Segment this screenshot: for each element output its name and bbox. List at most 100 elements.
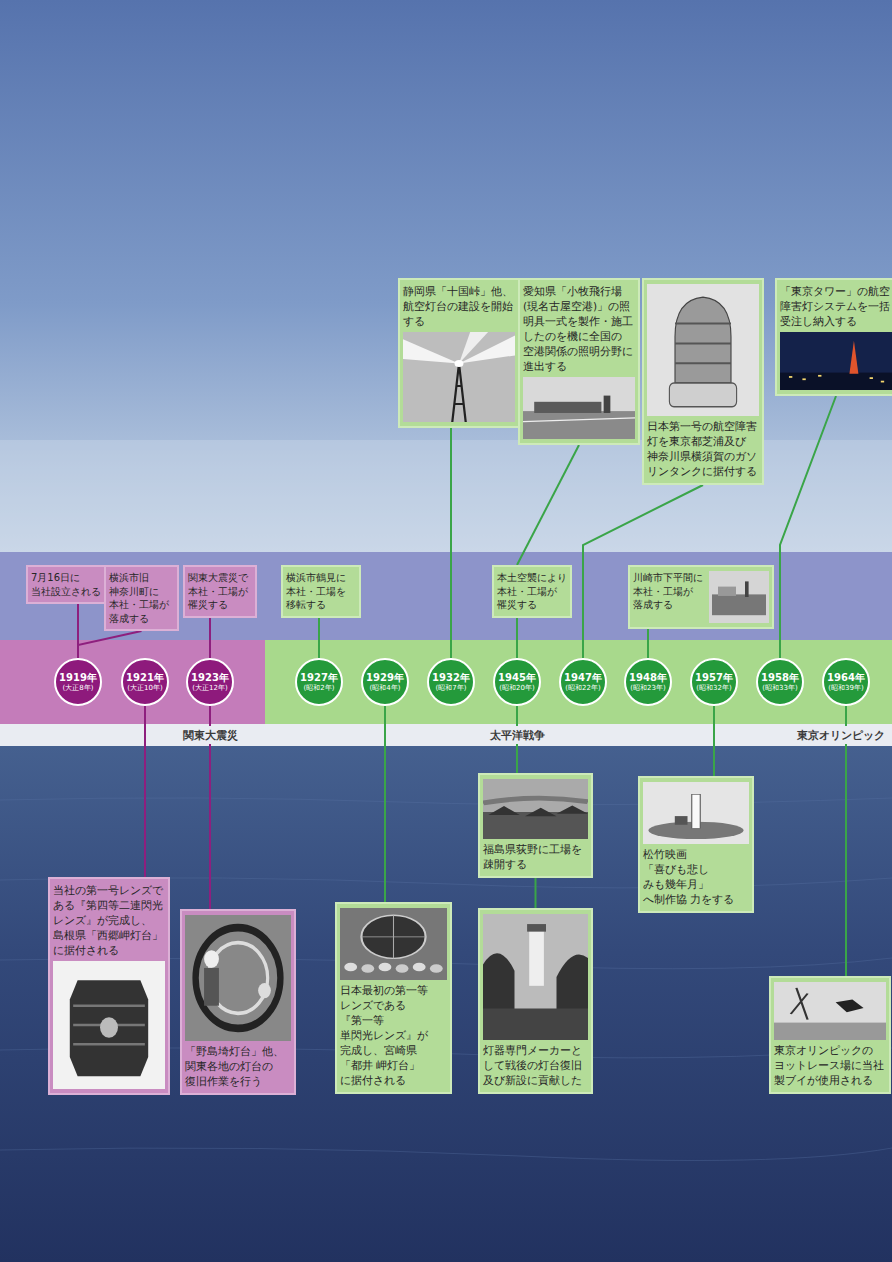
year-label: 1958年	[761, 672, 799, 684]
event-text: 灯器専門メーカーと して戦後の灯台復旧 及び新設に貢献した	[483, 1043, 588, 1088]
event-text: 「東京タワー」の航空 障害灯システムを一括 受注し納入する	[780, 284, 892, 329]
event-box: 日本第一号の航空障害 灯を東京都芝浦及び 神奈川県横須賀のガソ リンタンクに据付…	[642, 278, 764, 485]
photo	[483, 914, 588, 1040]
event-box: 静岡県「十国峠」他、 航空灯台の建設を開始 する	[398, 278, 520, 428]
era-year-label: (昭和23年)	[630, 684, 665, 692]
event-text: 福島県荻野に工場を 疎開する	[483, 842, 588, 872]
event-text: 日本最初の第一等 レンズである『第一等 単閃光レンズ』が 完成し、宮崎県「都井 …	[340, 983, 447, 1088]
event-box: 日本最初の第一等 レンズである『第一等 単閃光レンズ』が 完成し、宮崎県「都井 …	[335, 902, 452, 1094]
photo	[53, 961, 165, 1089]
year-circle: 1929年(昭和4年)	[361, 658, 409, 706]
event-text: 静岡県「十国峠」他、 航空灯台の建設を開始 する	[403, 284, 515, 329]
event-box: 福島県荻野に工場を 疎開する	[478, 773, 593, 878]
connector	[209, 618, 211, 659]
photo-drawing	[53, 961, 165, 1089]
event-box: 愛知県「小牧飛行場 (現名古屋空港)」の照 明具一式を製作・施工 したのを機に全…	[518, 278, 640, 445]
year-circle: 1957年(昭和32年)	[690, 658, 738, 706]
event-text: 本土空襲により 本社・工場が 罹災する	[497, 571, 567, 612]
year-circle: 1923年(大正12年)	[186, 658, 234, 706]
connector	[516, 618, 518, 659]
year-label: 1957年	[695, 672, 733, 684]
photo-drawing	[340, 908, 447, 980]
era-year-label: (昭和4年)	[370, 684, 401, 692]
connector	[647, 629, 649, 658]
sea	[0, 746, 892, 1262]
event-text: 当社の第一号レンズで ある『第四等二連閃光 レンズ』が完成し、 島根県「西郷岬灯…	[53, 883, 165, 958]
year-circle: 1921年(大正10年)	[121, 658, 169, 706]
event-text: 松竹映画「喜びも悲し みも幾年月」へ制作協 力をする	[643, 847, 749, 907]
connector	[535, 878, 537, 908]
connector	[318, 618, 320, 659]
year-circle: 1945年(昭和20年)	[493, 658, 541, 706]
event-text: 横浜市鶴見に 本社・工場を 移転する	[286, 571, 356, 612]
showa-bar	[265, 640, 892, 724]
photo-drawing	[483, 779, 588, 839]
era-year-label: (大正12年)	[192, 684, 227, 692]
photo	[403, 332, 515, 422]
year-circle: 1927年(昭和2年)	[295, 658, 343, 706]
event-text: 川崎市下平間に 本社・工場が 落成する	[633, 571, 705, 612]
event-text: 横浜市旧 神奈川町に 本社・工場が 落成する	[109, 571, 174, 625]
event-box: 東京オリンピックの ヨットレース場に当社 製ブイが使用される	[769, 976, 891, 1094]
era-label: 太平洋戦争	[487, 726, 548, 744]
event-box: 横浜市鶴見に 本社・工場を 移転する	[281, 565, 361, 618]
photo	[340, 908, 447, 980]
connector	[450, 428, 452, 658]
year-label: 1919年	[59, 672, 97, 684]
photo	[709, 571, 769, 623]
event-box: 松竹映画「喜びも悲し みも幾年月」へ制作協 力をする	[638, 776, 754, 913]
connector	[713, 706, 715, 776]
photo-drawing	[643, 782, 749, 844]
event-box: 「野島埼灯台」他、 関東各地の灯台の 復旧作業を行う	[180, 909, 296, 1095]
photo-drawing	[185, 915, 291, 1041]
era-label: 東京オリンピック	[794, 726, 888, 744]
era-year-label: (昭和39年)	[828, 684, 863, 692]
year-circle: 1932年(昭和7年)	[427, 658, 475, 706]
year-label: 1923年	[191, 672, 229, 684]
era-label: 関東大震災	[180, 726, 241, 744]
event-box: 「東京タワー」の航空 障害灯システムを一括 受注し納入する	[775, 278, 892, 396]
photo-drawing	[403, 332, 515, 422]
year-label: 1964年	[827, 672, 865, 684]
photo	[780, 332, 892, 390]
era-year-label: (大正10年)	[127, 684, 162, 692]
event-text: 東京オリンピックの ヨットレース場に当社 製ブイが使用される	[774, 1043, 886, 1088]
sea-ripples	[0, 798, 892, 1161]
event-text: 関東大震災で 本社・工場が 罹災する	[188, 571, 252, 612]
era-year-label: (昭和32年)	[696, 684, 731, 692]
event-text: 愛知県「小牧飛行場 (現名古屋空港)」の照 明具一式を製作・施工 したのを機に全…	[523, 284, 635, 374]
photo	[185, 915, 291, 1041]
photo-drawing	[483, 914, 588, 1040]
taisho-bar	[0, 640, 265, 724]
year-circle: 1947年(昭和22年)	[559, 658, 607, 706]
photo	[774, 982, 886, 1040]
event-box: 本土空襲により 本社・工場が 罹災する	[492, 565, 572, 618]
photo-drawing	[647, 284, 759, 416]
era-year-label: (昭和2年)	[304, 684, 335, 692]
era-strip	[0, 724, 892, 746]
photo	[483, 779, 588, 839]
photo	[643, 782, 749, 844]
connector	[384, 706, 386, 902]
event-box: 当社の第一号レンズで ある『第四等二連閃光 レンズ』が完成し、 島根県「西郷岬灯…	[48, 877, 170, 1095]
era-year-label: (昭和22年)	[565, 684, 600, 692]
event-text: 日本第一号の航空障害 灯を東京都芝浦及び 神奈川県横須賀のガソ リンタンクに据付…	[647, 419, 759, 479]
photo-drawing	[523, 377, 635, 439]
year-circle: 1964年(昭和39年)	[822, 658, 870, 706]
event-text: 「野島埼灯台」他、 関東各地の灯台の 復旧作業を行う	[185, 1044, 291, 1089]
photo	[647, 284, 759, 416]
event-band	[0, 552, 892, 640]
photo	[523, 377, 635, 439]
connector	[78, 631, 142, 658]
connector	[780, 396, 836, 658]
era-year-label: (大正8年)	[63, 684, 94, 692]
event-text: 7月16日に 当社設立される	[31, 571, 103, 598]
year-label: 1947年	[564, 672, 602, 684]
era-year-label: (昭和7年)	[436, 684, 467, 692]
sky	[0, 0, 892, 552]
connector	[144, 706, 146, 877]
year-label: 1932年	[432, 672, 470, 684]
event-box: 横浜市旧 神奈川町に 本社・工場が 落成する	[104, 565, 179, 631]
photo-drawing	[780, 332, 892, 390]
